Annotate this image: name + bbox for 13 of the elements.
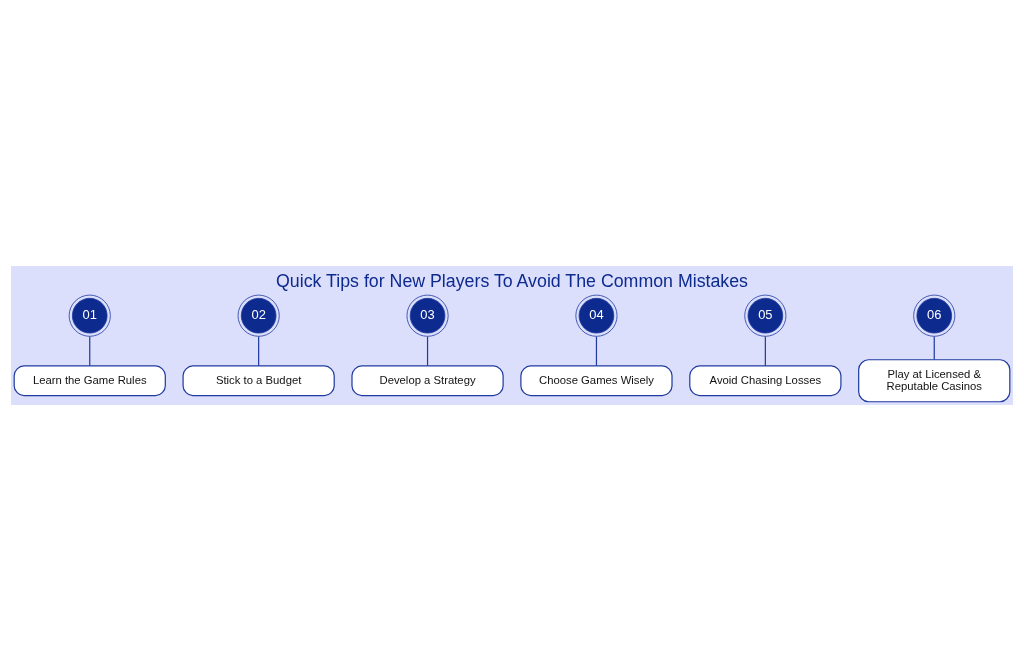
node-box: Choose Games Wisely — [520, 364, 673, 396]
node-box: Develop a Strategy — [351, 364, 504, 396]
connector — [595, 335, 598, 366]
connector — [426, 335, 429, 366]
connector — [89, 335, 91, 366]
node-box: Avoid Chasing Losses — [689, 364, 842, 396]
connector — [933, 335, 935, 360]
node-box: Learn the Game Rules — [13, 364, 166, 396]
diagram-title: Quick Tips for New Players To Avoid The Common Mistakes — [276, 270, 748, 291]
connector — [764, 335, 766, 366]
node-box: Play at Licensed & Reputable Casinos — [858, 358, 1011, 402]
node-box: Stick to a Budget — [182, 364, 335, 396]
connector — [258, 335, 260, 366]
